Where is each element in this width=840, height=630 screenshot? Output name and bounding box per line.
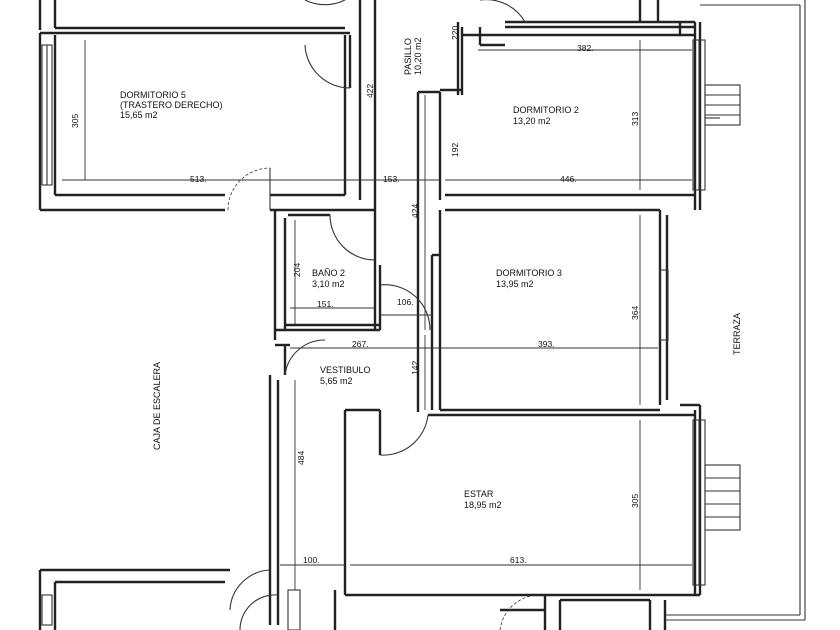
dimension-label: 393. — [538, 339, 555, 349]
dimension-label: 613. — [510, 555, 527, 565]
windows — [41, 39, 741, 630]
room-area: 5,65 m2 — [320, 376, 353, 386]
room-name: DORMITORIO 3 — [496, 268, 562, 278]
dimension-label: 313 — [630, 112, 640, 126]
room-subname: (TRASTERO DERECHO) — [120, 100, 223, 110]
room-area: 13,95 m2 — [496, 279, 534, 289]
dimension-label: 424 — [410, 204, 420, 218]
room-label-dormitorio2: DORMITORIO 2 13,20 m2 — [513, 105, 579, 126]
dimension-label: 204 — [292, 263, 302, 277]
dimension-label: 106. — [397, 297, 414, 307]
room-name: DORMITORIO 5 — [120, 90, 186, 100]
dimension-label: 100. — [303, 555, 320, 565]
dimension-label: 364 — [630, 306, 640, 320]
room-name: PASILLO — [403, 38, 413, 75]
dimension-label: 153. — [383, 174, 400, 184]
room-label-dormitorio5: DORMITORIO 5 (TRASTERO DERECHO) 15,65 m2 — [120, 90, 223, 120]
dimension-label: 305 — [630, 494, 640, 508]
room-label-pasillo: PASILLO 10,20 m2 — [403, 37, 423, 75]
dimension-lines — [62, 40, 692, 590]
dimension-label: 305 — [70, 114, 80, 128]
dimension-label: 151. — [317, 299, 334, 309]
room-area: 13,20 m2 — [513, 116, 551, 126]
room-name: ESTAR — [464, 489, 494, 499]
room-label-caja-escalera: CAJA DE ESCALERA — [152, 362, 162, 450]
room-label-vestibulo: VESTIBULO 5,65 m2 — [320, 365, 371, 386]
dimension-labels: 305 513. 422 153. 220 382. 313 192 446. … — [70, 26, 640, 565]
room-area: 18,95 m2 — [464, 500, 502, 510]
room-area: 10,20 m2 — [413, 37, 423, 75]
room-label-dormitorio3: DORMITORIO 3 13,95 m2 — [496, 268, 562, 289]
dimension-label: 192 — [450, 143, 460, 157]
room-name: VESTIBULO — [320, 365, 371, 375]
room-area: 3,10 m2 — [312, 279, 345, 289]
dimension-label: 446. — [560, 174, 577, 184]
room-label-estar: ESTAR 18,95 m2 — [464, 489, 502, 510]
dimension-label: 382. — [577, 43, 594, 53]
room-name: BAÑO 2 — [312, 268, 345, 278]
dimension-label: 267. — [352, 339, 369, 349]
dimension-label: 513. — [190, 174, 207, 184]
room-area: 15,65 m2 — [120, 110, 158, 120]
dimension-label: 220 — [450, 26, 460, 40]
walls — [38, 0, 806, 630]
room-label-terraza: TERRAZA — [732, 313, 742, 355]
dimension-label: 142 — [410, 361, 420, 375]
dimension-label: 422 — [365, 84, 375, 98]
room-name: DORMITORIO 2 — [513, 105, 579, 115]
dimension-label: 484 — [296, 451, 306, 465]
room-label-bano2: BAÑO 2 3,10 m2 — [312, 268, 345, 289]
